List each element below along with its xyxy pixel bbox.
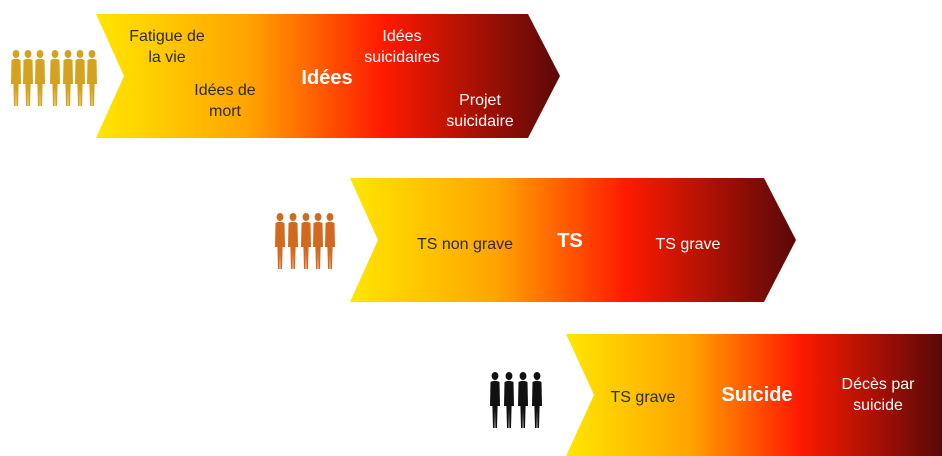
label-idees-suicidaires: Idées suicidaires <box>364 28 440 66</box>
ts-title: TS <box>557 230 583 252</box>
label-ts-non-grave: TS non grave <box>416 236 514 253</box>
label-ts-grave: TS grave <box>655 236 721 253</box>
suicide-title: Suicide <box>721 384 793 406</box>
label-fatigue-de-la-vie: Fatigue de la vie <box>129 28 205 66</box>
idees-arrow <box>96 14 560 138</box>
label-deces-par-suicide: Décès par suicide <box>841 376 915 414</box>
label-idees-de-mort: Idées de mort <box>194 82 256 120</box>
suicide-arrow <box>566 334 942 456</box>
label-projet-suicidaire: Projet suicidaire <box>446 92 514 130</box>
small-group-of-people-icon <box>490 372 542 428</box>
ts-arrow <box>350 178 796 302</box>
label-ts-grave-row3: TS grave <box>610 389 676 406</box>
idees-title: Idées <box>301 67 353 89</box>
crowd-of-people-icon <box>11 50 97 106</box>
group-of-people-icon <box>275 213 335 269</box>
